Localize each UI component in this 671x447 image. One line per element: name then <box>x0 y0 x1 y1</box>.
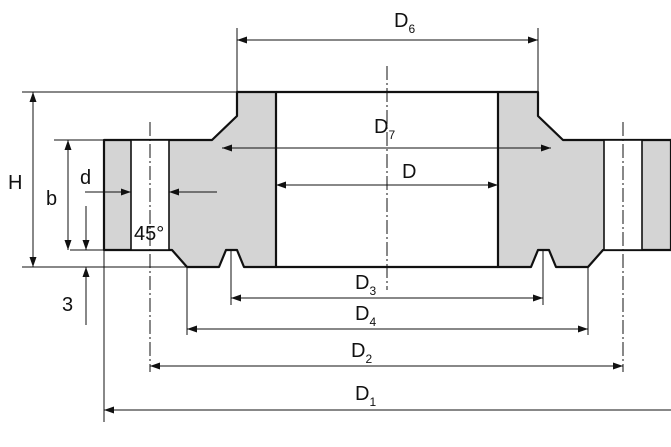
label-3: 3 <box>62 294 73 316</box>
label-d-hole: d <box>80 167 91 189</box>
label-d7: D7 <box>374 116 395 142</box>
label-d1: D1 <box>355 383 376 409</box>
center-lines <box>149 66 624 372</box>
label-d: D <box>402 161 416 183</box>
label-d6: D6 <box>394 10 415 36</box>
label-b: b <box>46 188 57 210</box>
label-h: H <box>8 172 22 194</box>
flange-body-left <box>102 90 278 269</box>
label-d2: D2 <box>351 340 372 366</box>
label-d3: D3 <box>355 272 376 298</box>
labels: D6 D7 D D3 D4 D2 D1 H b d 3 45° <box>8 10 416 409</box>
flange-body-right <box>496 90 671 269</box>
label-45-degrees: 45° <box>134 223 164 245</box>
label-d4: D4 <box>355 303 376 329</box>
extension-lines <box>22 28 589 422</box>
dimension-lines <box>29 36 671 414</box>
